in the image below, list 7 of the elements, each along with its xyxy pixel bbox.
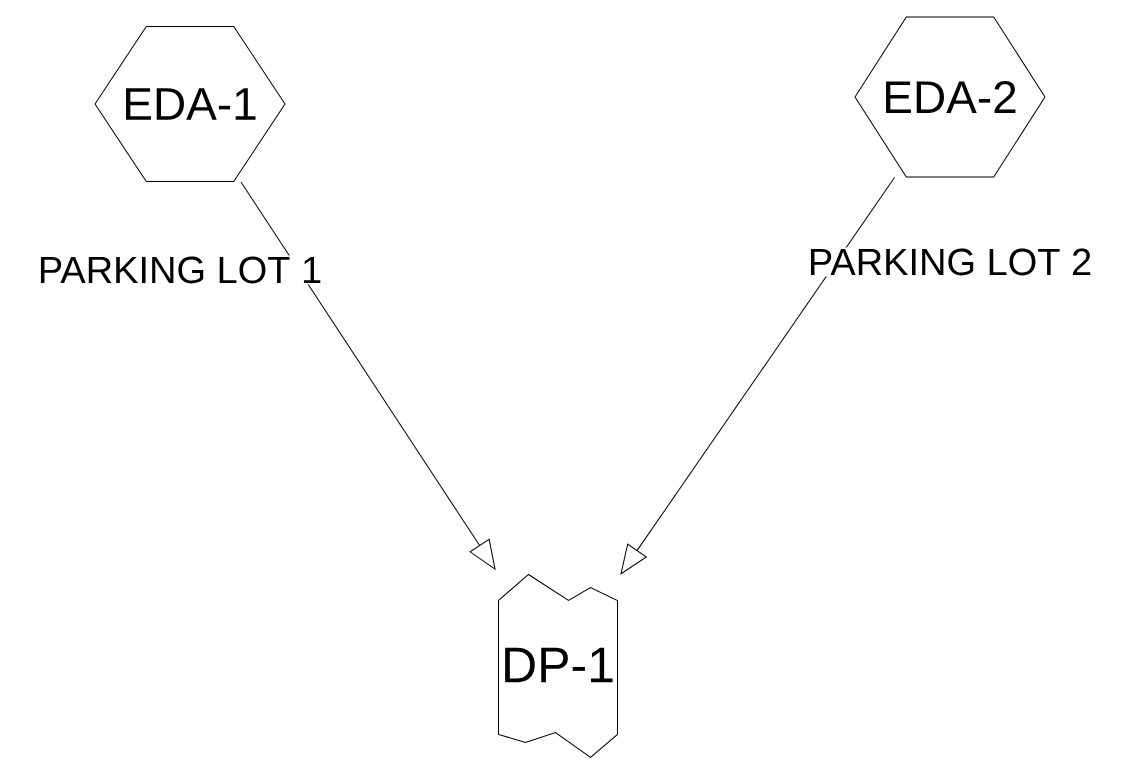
- node-caption: PARKING LOT 2: [806, 247, 1094, 277]
- hexagon-node: EDA-2: [854, 16, 1046, 178]
- node-caption: PARKING LOT 1: [36, 255, 324, 285]
- arrow: [620, 177, 896, 575]
- tape-node: DP-1: [498, 574, 618, 758]
- hexagon-node: EDA-1: [94, 26, 286, 182]
- arrow: [240, 181, 496, 570]
